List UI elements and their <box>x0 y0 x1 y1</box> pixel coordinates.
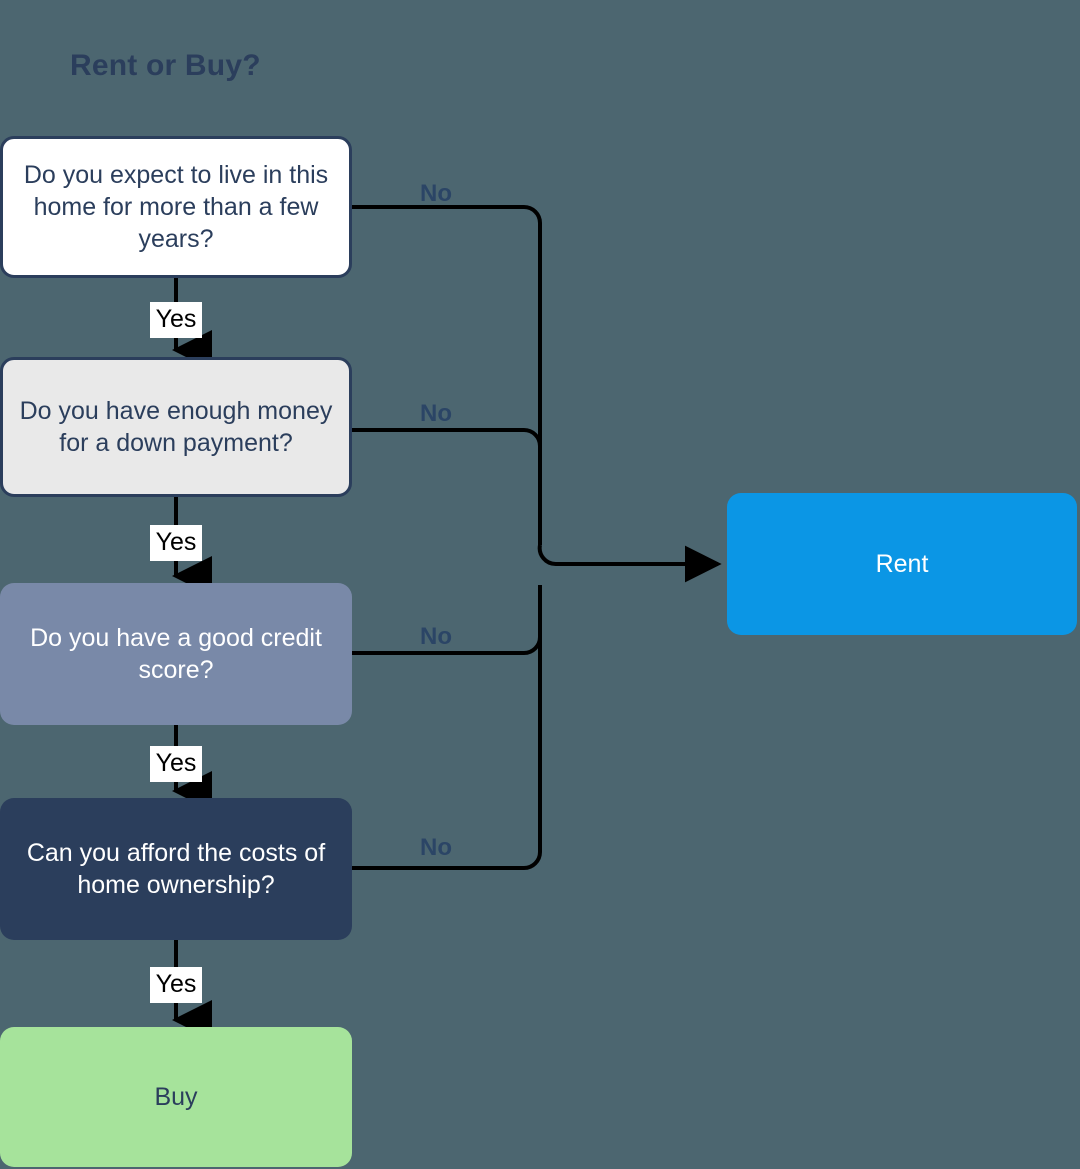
edge-label-yes-4: Yes <box>150 967 202 1003</box>
node-outcome-buy[interactable]: Buy <box>0 1027 352 1167</box>
node-question-down-payment[interactable]: Do you have enough money for a down paym… <box>0 357 352 497</box>
edge-label-yes-3: Yes <box>150 746 202 782</box>
page-title: Rent or Buy? <box>70 49 261 82</box>
node-outcome-rent[interactable]: Rent <box>727 493 1077 635</box>
edge-label-no-3: No <box>420 623 452 650</box>
edge-label-yes-2: Yes <box>150 525 202 561</box>
edge-no-q1 <box>352 205 542 545</box>
node-question-credit-score[interactable]: Do you have a good credit score? <box>0 583 352 725</box>
edge-label-yes-1: Yes <box>150 302 202 338</box>
node-question-duration[interactable]: Do you expect to live in this home for m… <box>0 136 352 278</box>
node-question-ownership-costs[interactable]: Can you afford the costs of home ownersh… <box>0 798 352 940</box>
edge-label-no-2: No <box>420 400 452 427</box>
edge-no-q4 <box>352 585 542 870</box>
edge-label-no-4: No <box>420 834 452 861</box>
edge-no-q2 <box>352 428 542 545</box>
edge-label-no-1: No <box>420 180 452 207</box>
edge-bus-to-rent <box>537 544 722 583</box>
